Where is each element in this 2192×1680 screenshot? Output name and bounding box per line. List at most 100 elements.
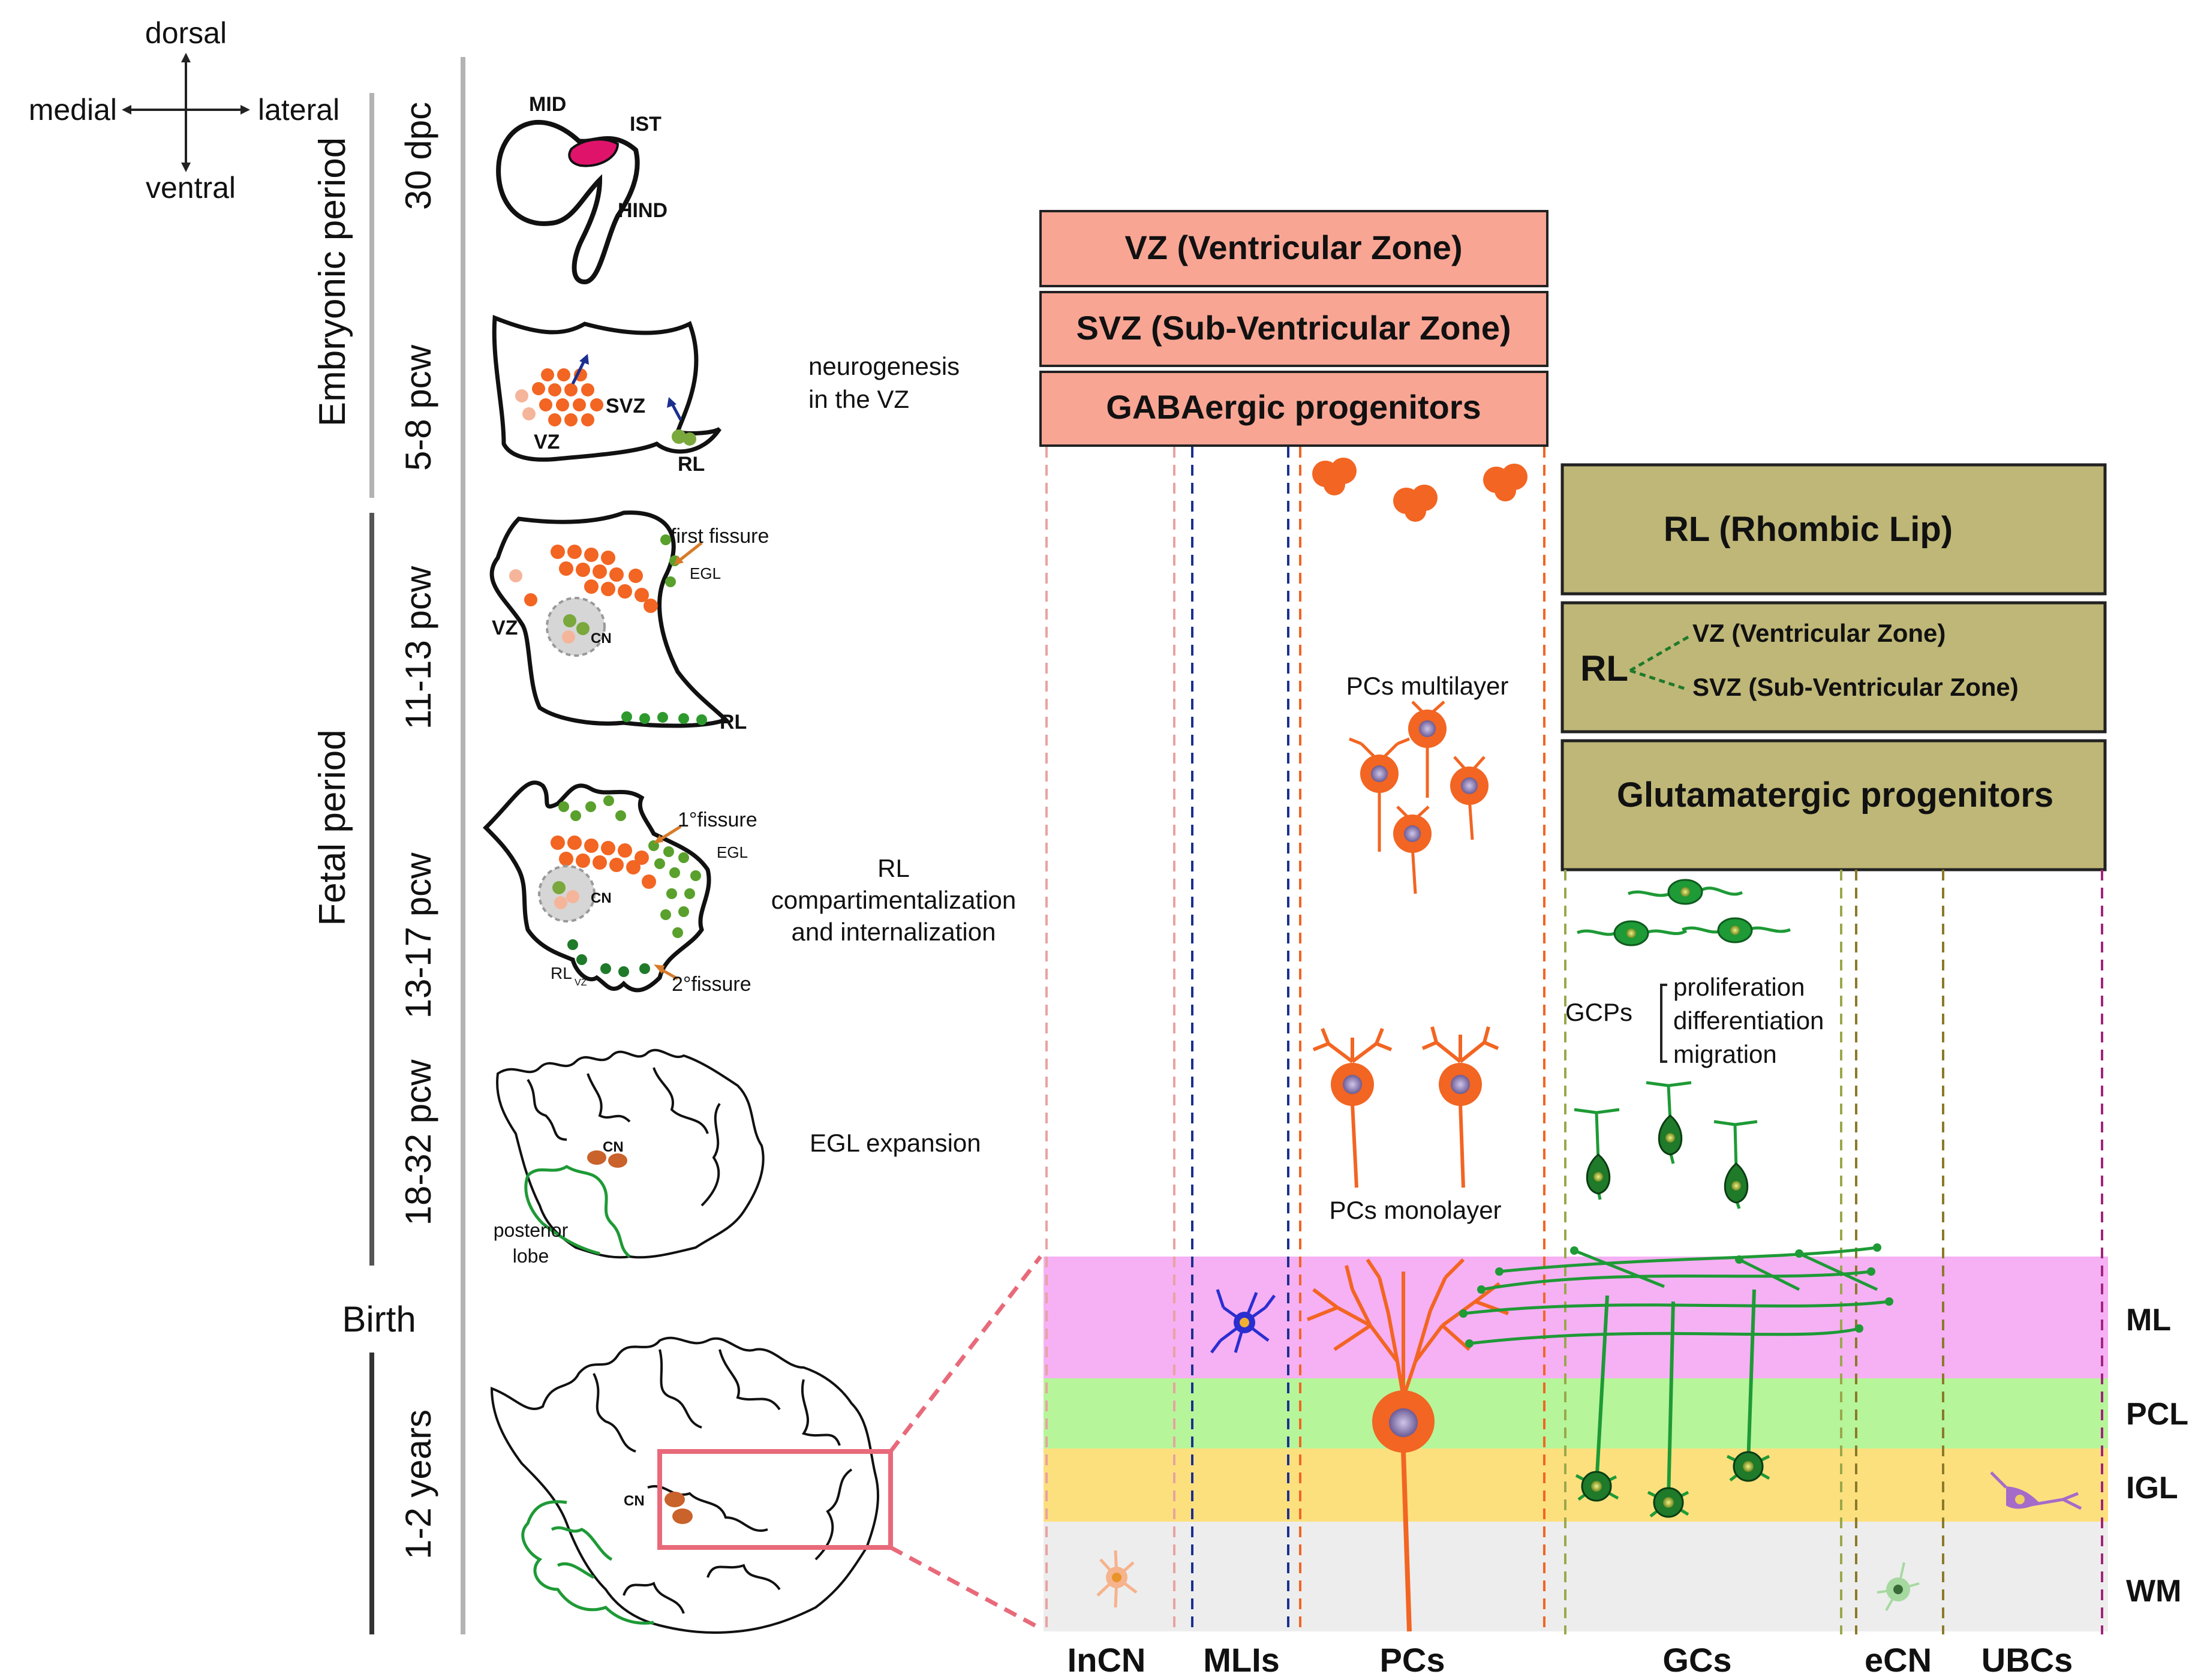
pcs-monolayer-label: PCs monolayer [1329, 1196, 1501, 1224]
differentiating-granule-cells [1574, 1081, 1758, 1209]
label-svz: SVZ [606, 395, 645, 417]
label-ist: IST [630, 113, 661, 136]
label-vz: VZ [534, 431, 560, 453]
stage-5-8pcw-drawing: SVZ VZ RL neurogenesis in the VZ [492, 314, 960, 476]
cortical-layers: ML PCL IGL WM [1044, 1257, 2188, 1631]
box-rl-zones-vz: VZ (Ventricular Zone) [1692, 619, 1946, 647]
label-mid: MID [529, 93, 566, 116]
box-svz-label: SVZ (Sub-Ventricular Zone) [1077, 309, 1511, 347]
note-rl-1: RL [877, 854, 910, 882]
green-egl-dots [621, 534, 707, 725]
label-2-fissure: 2°fissure [672, 973, 751, 996]
orange-progenitor-dots [551, 836, 656, 889]
gcp-migrating-cells [1577, 886, 1791, 936]
age-5-8pcw: 5-8 pcw [398, 344, 438, 471]
box-vz-label: VZ (Ventricular Zone) [1124, 229, 1462, 266]
layer-ml-band [1044, 1257, 2108, 1378]
label-posterior: posterior [494, 1219, 569, 1241]
box-rl-zones-svz: SVZ (Sub-Ventricular Zone) [1692, 673, 2019, 701]
gcp-process-list: GCPs proliferation differentiation migra… [1565, 973, 1824, 1068]
age-18-32pcw: 18-32 pcw [398, 1059, 438, 1225]
cell-type-pcs: PCs [1380, 1641, 1445, 1679]
rl-lineage-boxes: RL (Rhombic Lip) RL VZ (Ventricular Zone… [1560, 463, 2107, 871]
label-lobe: lobe [513, 1245, 549, 1267]
purkinje-multilayer-somata [1360, 710, 1489, 853]
layer-pcl-label: PCL [2126, 1397, 2188, 1432]
layer-pcl-band [1044, 1378, 2108, 1448]
label-rl: RL [551, 964, 572, 982]
box-gaba-progenitors-label: GABAergic progenitors [1106, 388, 1481, 426]
age-11-13pcw: 11-13 pcw [398, 566, 438, 729]
granule-cell-axons [1595, 1289, 1756, 1500]
mature-granule-somata [1581, 1451, 1764, 1518]
cell-type-incn: InCN [1068, 1641, 1146, 1679]
pcs-multilayer-label: PCs multilayer [1346, 672, 1509, 700]
gaba-lineage-boxes: VZ (Ventricular Zone) SVZ (Sub-Ventricul… [1039, 210, 1548, 447]
label-first-fissure: first fissure [670, 525, 769, 548]
label-hind: HIND [618, 199, 667, 222]
birth-label: Birth [342, 1299, 416, 1339]
orange-progenitor-dots [509, 545, 658, 613]
label-egl: EGL [717, 843, 748, 861]
layer-igl-band [1044, 1448, 2108, 1522]
parallel-fiber-terminals [1459, 1243, 1893, 1348]
dorsal-label: dorsal [145, 16, 227, 50]
embryonic-period-label: Embryonic period [312, 137, 353, 426]
box-rl [1560, 463, 2107, 596]
label-vz: VZ [492, 617, 518, 639]
cell-type-labels: InCN MLIs PCs GCs eCN UBCs [1068, 1641, 2073, 1679]
note-neurogenesis-2: in the VZ [808, 385, 909, 413]
box-gaba-progenitors [1039, 371, 1548, 447]
age-1-2years: 1-2 years [398, 1409, 438, 1559]
purkinje-monolayer-somata [1331, 1063, 1482, 1106]
zoom-highlight-box [657, 1449, 893, 1550]
fetal-period-label: Fetal period [312, 729, 353, 925]
stage-1-2years-drawing: CN [490, 1255, 1042, 1634]
note-egl-expansion: EGL expansion [810, 1129, 981, 1157]
gcp-label: GCPs [1565, 998, 1632, 1026]
gcp-item-differentiation: differentiation [1673, 1006, 1824, 1035]
box-rl-zones [1560, 601, 2107, 734]
label-cn: CN [591, 630, 612, 647]
stage-ages: 30 dpc 5-8 pcw 11-13 pcw 13-17 pcw 18-32… [398, 102, 438, 1559]
gcp-item-proliferation: proliferation [1673, 973, 1805, 1001]
box-glutamatergic-label: Glutamatergic progenitors [1617, 776, 2053, 815]
label-cn: CN [624, 1493, 645, 1509]
green-egl-dots [558, 795, 701, 977]
note-neurogenesis-1: neurogenesis [808, 352, 960, 380]
label-cn: CN [591, 890, 612, 906]
mature-purkinje-cell [1306, 1258, 1510, 1632]
stage-11-13pcw-drawing: first fissure EGL VZ CN RL [489, 510, 769, 734]
lateral-label: lateral [258, 93, 339, 127]
stage-13-17pcw-drawing: 1°fissure EGL CN RL VZ 2°fissure RL comp… [483, 780, 1016, 996]
medial-label: medial [29, 93, 117, 127]
differentiating-granule-somata [1586, 1114, 1749, 1204]
box-vz [1039, 210, 1548, 287]
lineage-guide-lines [1045, 447, 2103, 1634]
label-rl: RL [720, 711, 747, 734]
cell-type-ecn: eCN [1865, 1641, 1932, 1679]
label-egl: EGL [690, 564, 721, 582]
cell-type-mlis: MLIs [1203, 1641, 1280, 1679]
stage-18-32pcw-drawing: CN posterior lobe EGL expansion [494, 1048, 981, 1267]
note-rl-3: and internalization [792, 918, 996, 946]
parallel-fibers [1463, 1246, 1890, 1345]
age-30dpc: 30 dpc [398, 102, 438, 210]
incn-cell [1096, 1550, 1138, 1608]
gcp-item-migration: migration [1673, 1040, 1777, 1068]
ubc-cell [1990, 1471, 2082, 1510]
gcp-somata [1613, 879, 1753, 946]
ecn-cell [1877, 1562, 1920, 1611]
period-timeline: Embryonic period Fetal period Birth [312, 57, 465, 1634]
orientation-compass: dorsal ventral medial lateral [29, 16, 339, 205]
label-1-fissure: 1°fissure [678, 809, 757, 831]
mli-cell [1210, 1289, 1276, 1354]
stage-30dpc-drawing: MID IST HIND [496, 93, 667, 285]
layer-wm-label: WM [2126, 1574, 2181, 1609]
orange-progenitor-dots [515, 368, 603, 426]
cell-type-gcs: GCs [1662, 1641, 1731, 1679]
cell-type-ubcs: UBCs [1981, 1641, 2073, 1679]
label-vz-sub: VZ [575, 978, 587, 988]
purkinje-monolayer-cells [1312, 1026, 1499, 1188]
